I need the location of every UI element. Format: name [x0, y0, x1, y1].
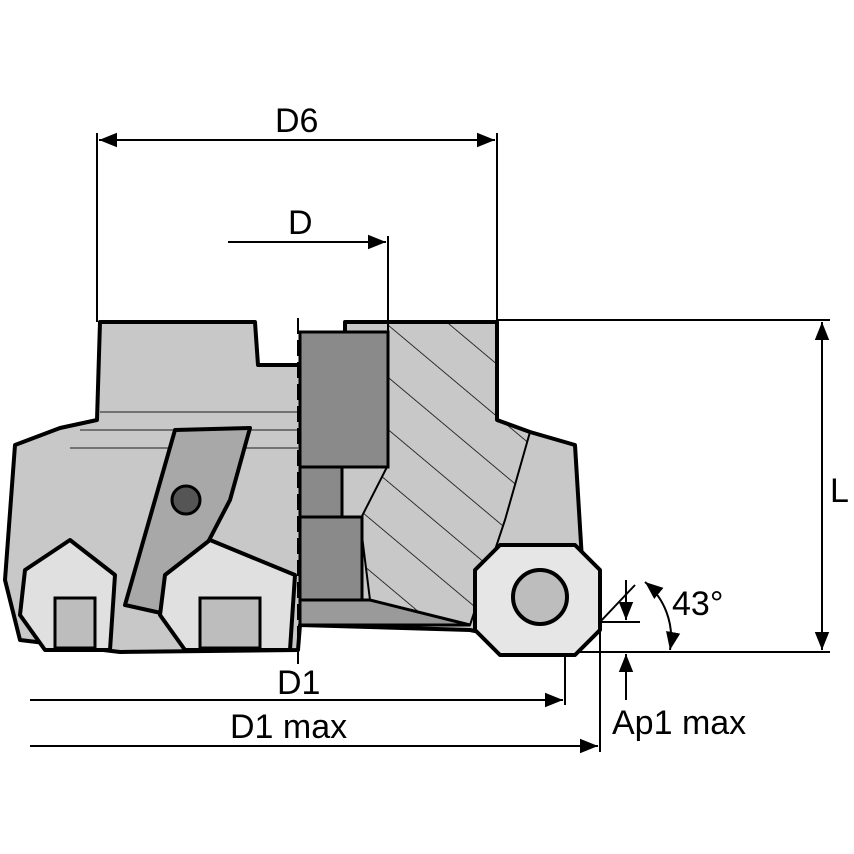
label-l: L — [830, 472, 849, 510]
cutter-body — [3, 318, 602, 665]
label-angle: 43° — [672, 585, 723, 623]
label-ap1-max: Ap1 max — [612, 704, 746, 742]
bolt-head — [298, 515, 364, 604]
label-d1: D1 — [277, 664, 320, 702]
label-d6: D6 — [275, 102, 318, 140]
screw — [298, 465, 344, 519]
dimension-lines — [30, 132, 830, 754]
bore-wall — [298, 330, 390, 469]
label-d1-max: D1 max — [230, 708, 347, 746]
bottom-face — [298, 598, 471, 627]
label-d: D — [288, 204, 313, 242]
clamp-screw — [170, 484, 202, 516]
